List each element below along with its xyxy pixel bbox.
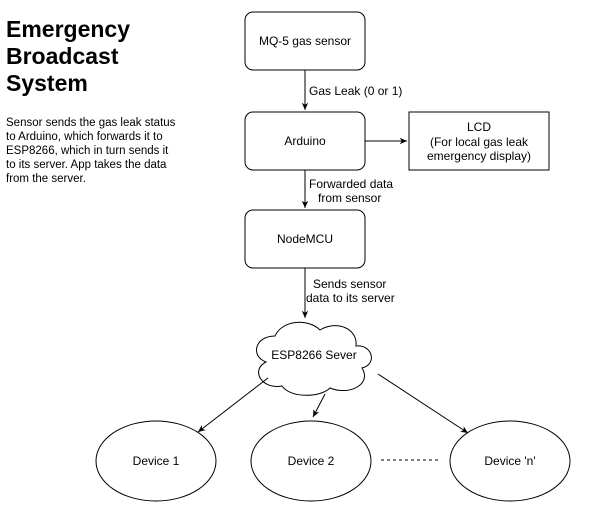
nodemcu-label: NodeMCU xyxy=(277,232,333,246)
server-label: ESP8266 Sever xyxy=(271,348,356,362)
title-line-2: Broadcast xyxy=(6,43,119,69)
edge-label-sends-1: Sends sensor xyxy=(313,277,386,291)
edge-label-forwarded-1: Forwarded data xyxy=(309,177,393,191)
device-2-node: Device 2 xyxy=(250,420,372,502)
server-node: ESP8266 Sever xyxy=(256,321,372,396)
lcd-note-line-2: emergency display) xyxy=(427,149,531,163)
diagram-title: Emergency Broadcast System xyxy=(6,16,206,97)
edge-server-device1 xyxy=(197,377,269,433)
arduino-node: Arduino xyxy=(244,111,366,171)
arduino-label: Arduino xyxy=(284,134,326,148)
sensor-label: MQ-5 gas sensor xyxy=(259,34,351,48)
cloud-shape xyxy=(256,321,372,396)
description-line-1: Sensor sends the gas leak status xyxy=(6,117,176,129)
device-1-node: Device 1 xyxy=(95,420,217,502)
edge-label-forwarded-2: from sensor xyxy=(318,191,381,205)
sensor-node: MQ-5 gas sensor xyxy=(244,11,366,71)
diagram-description: Sensor sends the gas leak status to Ardu… xyxy=(6,116,196,186)
title-line-3: System xyxy=(6,70,88,96)
edge-label-gas-leak: Gas Leak (0 or 1) xyxy=(309,84,402,98)
description-line-4: to its server. App takes the data xyxy=(6,159,167,171)
description-line-5: from the server. xyxy=(6,173,86,185)
description-line-3: ESP8266, which in turn sends it xyxy=(6,145,169,157)
device-2-label: Device 2 xyxy=(288,454,335,468)
edge-server-device-n xyxy=(377,373,469,434)
device-1-label: Device 1 xyxy=(133,454,180,468)
device-n-label: Device 'n' xyxy=(484,454,535,468)
title-line-1: Emergency xyxy=(6,16,131,42)
nodemcu-node: NodeMCU xyxy=(244,209,366,269)
lcd-label: LCD xyxy=(467,120,491,134)
edge-label-sends-2: data to its server xyxy=(306,291,395,305)
edge-server-device2 xyxy=(312,393,326,418)
device-n-node: Device 'n' xyxy=(449,420,571,502)
lcd-note-line-1: (For local gas leak xyxy=(430,135,529,149)
lcd-node: LCD (For local gas leak emergency displa… xyxy=(408,111,550,171)
description-line-2: to Arduino, which forwards it to xyxy=(6,131,163,143)
